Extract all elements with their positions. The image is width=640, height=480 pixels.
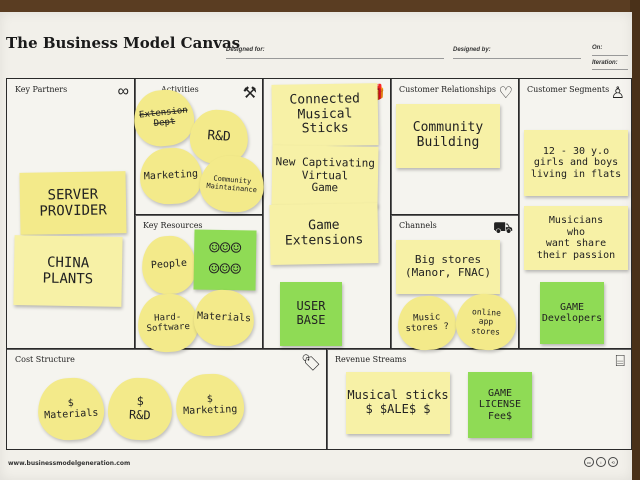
block-title-key-partners: Key Partners: [15, 85, 68, 94]
cc-icon: cc: [584, 457, 594, 467]
crowd-icon: ☺☺☺☺☺☺: [208, 238, 242, 281]
block-title-cost-structure: Cost Structure: [15, 355, 75, 364]
block-title-key-resources: Key Resources: [143, 221, 203, 230]
heart-cost-marketing: $ Marketing: [174, 372, 246, 438]
note-revenue-game-license: GAME LICENSE Fee$: [468, 372, 532, 438]
block-title-key-activities: Activities: [161, 85, 199, 94]
link-icon: ∞: [117, 83, 129, 100]
designed-for-line: [226, 58, 444, 59]
cash-register-icon: ⌸: [615, 353, 625, 370]
note-big-stores: Big stores (Manor, FNAC): [396, 240, 500, 294]
note-game-developers: GAME Developers: [540, 282, 604, 344]
iteration-line: [592, 69, 628, 70]
heart-cost-rnd: $ R&D: [106, 376, 174, 442]
truck-icon: ⛟: [492, 220, 513, 237]
designed-by-line: [453, 58, 581, 59]
note-segment-musicians: Musicians who want share their passion: [524, 206, 628, 270]
note-people-drawing: ☺☺☺☺☺☺: [193, 229, 257, 291]
price-tag-icon: 🏷: [300, 355, 321, 372]
heart-icon: ♡: [498, 85, 513, 102]
note-server-provider: SERVER PROVIDER: [19, 171, 127, 235]
designed-for-label: Designed for:: [226, 47, 265, 53]
note-community-building: Community Building: [396, 104, 500, 168]
note-new-virtual-game: New Captivating Virtual Game: [271, 145, 379, 207]
iteration-label: Iteration:: [592, 60, 618, 66]
designed-by-label: Designed by:: [453, 47, 491, 53]
wooden-table-right: [630, 0, 640, 480]
note-revenue-musical-sticks: Musical sticks $ $ALE$ $: [346, 372, 450, 434]
sa-icon: ⟲: [608, 457, 618, 467]
poster-title: The Business Model Canvas: [6, 34, 241, 52]
block-title-customer-relationships: Customer Relationships: [399, 85, 496, 94]
block-title-revenue-streams: Revenue Streams: [335, 355, 407, 364]
block-title-customer-segments: Customer Segments: [527, 85, 610, 94]
note-china-plants: CHINA PLANTS: [13, 235, 123, 307]
by-icon: i: [596, 457, 606, 467]
block-title-channels: Channels: [399, 221, 437, 230]
note-connected-musical-sticks: Connected Musical Sticks: [271, 83, 379, 147]
note-game-extensions: Game Extensions: [269, 203, 379, 265]
worker-icon: ⚒: [242, 85, 257, 102]
note-user-base: USER BASE: [280, 282, 342, 346]
on-line: [592, 55, 628, 56]
wooden-table-top: [0, 0, 640, 14]
person-icon: ♙: [610, 85, 625, 102]
note-segment-kids: 12 - 30 y.o girls and boys living in fla…: [524, 130, 628, 196]
on-label: On:: [592, 45, 603, 51]
footer-url: www.businessmodelgeneration.com: [8, 460, 131, 467]
